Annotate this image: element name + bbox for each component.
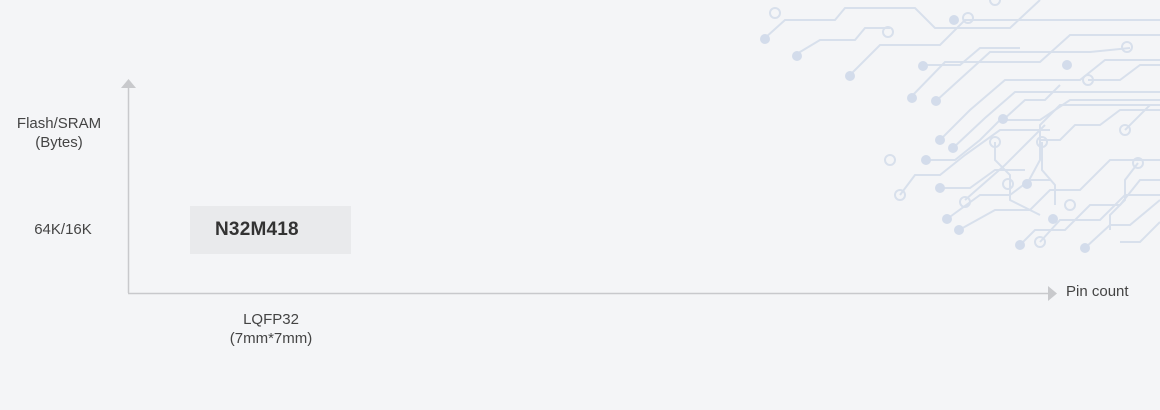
product-name: N32M418 xyxy=(215,219,299,240)
x-tick-label-line-1: LQFP32 xyxy=(243,311,299,328)
product-card-n32m418[interactable]: N32M418 xyxy=(190,206,351,254)
x-tick-label-line-2: (7mm*7mm) xyxy=(229,330,313,347)
y-axis-label: Flash/SRAM (Bytes) xyxy=(8,114,110,152)
x-tick-label: LQFP32 (7mm*7mm) xyxy=(196,310,346,348)
y-axis-label-line-1: Flash/SRAM xyxy=(16,115,102,132)
y-tick-label: 64K/16K xyxy=(34,221,92,238)
circuit-decoration xyxy=(760,0,1160,253)
y-axis-arrow-icon xyxy=(121,79,136,88)
x-axis-label: Pin count xyxy=(1066,283,1129,300)
x-axis-arrow-icon xyxy=(1048,286,1057,301)
y-axis-label-line-2: (Bytes) xyxy=(35,134,83,151)
